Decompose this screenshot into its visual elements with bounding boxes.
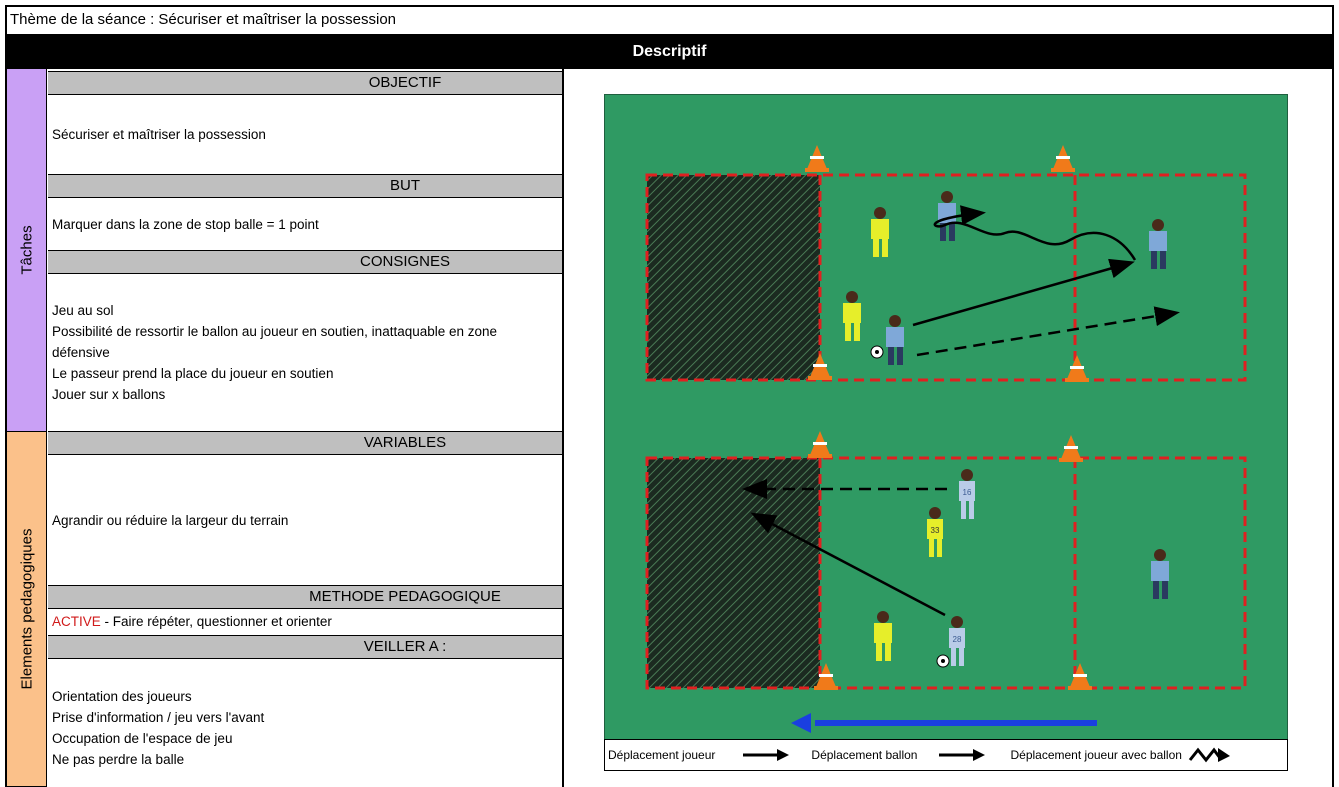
variables-content: Agrandir ou réduire la largeur du terrai…: [48, 455, 562, 585]
taches-label: Tâches: [18, 225, 35, 274]
stop-ball-zone-bottom: [647, 458, 820, 688]
veiller-header: VEILLER A :: [48, 635, 562, 659]
taches-sidebar: Tâches: [7, 69, 47, 432]
veiller-line: Occupation de l'espace de jeu: [52, 728, 562, 749]
cone-icon: [805, 145, 829, 172]
consignes-line: Jeu au sol: [52, 300, 562, 321]
methode-description: - Faire répéter, questionner et orienter: [101, 614, 332, 629]
player-blue: [1149, 219, 1167, 269]
player-number: 28: [953, 635, 962, 644]
but-content: Marquer dans la zone de stop balle = 1 p…: [48, 198, 562, 250]
dribble-arrow: [935, 213, 1135, 260]
cone-icon: [1068, 663, 1092, 690]
variables-line: Agrandir ou réduire la largeur du terrai…: [52, 510, 562, 531]
session-theme: Thème de la séance : Sécuriser et maîtri…: [7, 5, 1332, 35]
arrow-right-icon: [743, 749, 789, 761]
player-yellow: 33: [927, 507, 943, 557]
cone-icon: [1051, 145, 1075, 172]
player-number: 16: [963, 488, 972, 497]
methode-active-label: ACTIVE: [52, 614, 101, 629]
legend-ball-move: Déplacement ballon: [811, 748, 917, 762]
veiller-line: Orientation des joueurs: [52, 686, 562, 707]
consignes-line: défensive: [52, 342, 562, 363]
veiller-content: Orientation des joueurs Prise d'informat…: [48, 659, 562, 787]
player-yellow: [874, 611, 892, 661]
player-yellow: [871, 207, 889, 257]
descriptif-header: Descriptif: [7, 35, 1332, 69]
player-yellow: [843, 291, 861, 341]
elements-pedagogiques-label: Elements pedagogiques: [18, 529, 35, 690]
consignes-line: Le passeur prend la place du joueur en s…: [52, 363, 562, 384]
player-blue: [886, 315, 904, 365]
methode-content: ACTIVE - Faire répéter, questionner et o…: [48, 609, 562, 634]
ball-icon: [937, 655, 949, 667]
cone-icon: [1059, 435, 1083, 462]
stop-ball-zone-top: [647, 175, 820, 380]
legend-player-move: Déplacement joueur: [608, 748, 715, 762]
elements-pedagogiques-sidebar: Elements pedagogiques: [7, 432, 47, 787]
diagram-drawing: 16 33 28: [605, 95, 1289, 740]
methode-line: ACTIVE - Faire répéter, questionner et o…: [52, 611, 562, 632]
legend: Déplacement joueur Déplacement ballon Dé…: [604, 739, 1288, 771]
pass-arrow: [913, 263, 1130, 325]
veiller-line: Prise d'information / jeu vers l'avant: [52, 707, 562, 728]
consignes-header: CONSIGNES: [48, 250, 562, 274]
but-line: Marquer dans la zone de stop balle = 1 p…: [52, 214, 562, 235]
consignes-line: Possibilité de ressortir le ballon au jo…: [52, 321, 562, 342]
exercise-diagram: 16 33 28: [604, 94, 1288, 771]
player-run-arrow: [917, 313, 1175, 355]
objectif-header: OBJECTIF: [48, 71, 562, 95]
column-divider: [562, 69, 564, 787]
zigzag-arrow-icon: [1188, 746, 1232, 764]
but-header: BUT: [48, 174, 562, 198]
veiller-line: Ne pas perdre la balle: [52, 749, 562, 770]
variables-header: VARIABLES: [48, 431, 562, 455]
ball-icon: [871, 346, 883, 358]
player-blue: 16: [959, 469, 975, 519]
objectif-line: Sécuriser et maîtriser la possession: [52, 124, 562, 145]
cone-icon: [808, 431, 832, 458]
legend-dribble-move: Déplacement joueur avec ballon: [1010, 748, 1181, 762]
arrow-right-icon: [939, 749, 985, 761]
methode-header: METHODE PEDAGOGIQUE: [48, 585, 562, 609]
consignes-line: Jouer sur x ballons: [52, 384, 562, 405]
player-number: 33: [931, 526, 940, 535]
objectif-content: Sécuriser et maîtriser la possession: [48, 95, 562, 174]
player-blue: [1151, 549, 1169, 599]
player-blue: 28: [949, 616, 965, 666]
consignes-content: Jeu au sol Possibilité de ressortir le b…: [48, 274, 562, 431]
cone-icon: [1065, 355, 1089, 382]
